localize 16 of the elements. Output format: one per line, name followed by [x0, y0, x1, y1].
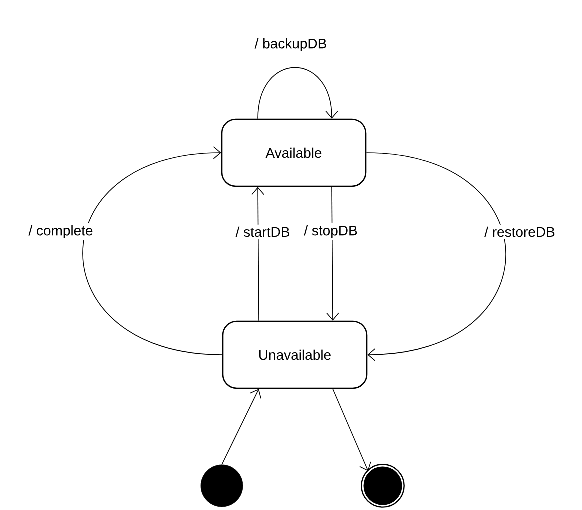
transition-arrow: [326, 186, 340, 321]
transition-arrow: [82, 146, 223, 356]
transition-arrow: [366, 152, 506, 362]
transition-arrow: [258, 67, 338, 120]
transition-arrow: [222, 389, 262, 466]
edge-label: / startDB: [234, 224, 292, 240]
edge-label: / complete: [26, 223, 96, 240]
transition-arrow: [252, 187, 264, 322]
state-box: Unavailable: [222, 320, 368, 390]
initial-state-dot: [200, 464, 244, 508]
edge-label: / stopDB: [302, 223, 360, 240]
state-box: Available: [221, 118, 367, 188]
final-state-circle: [361, 464, 405, 508]
edge-label: / backupDB: [252, 36, 330, 54]
transition-arrow: [332, 388, 372, 472]
edge-label: / restoreDB: [482, 224, 558, 240]
